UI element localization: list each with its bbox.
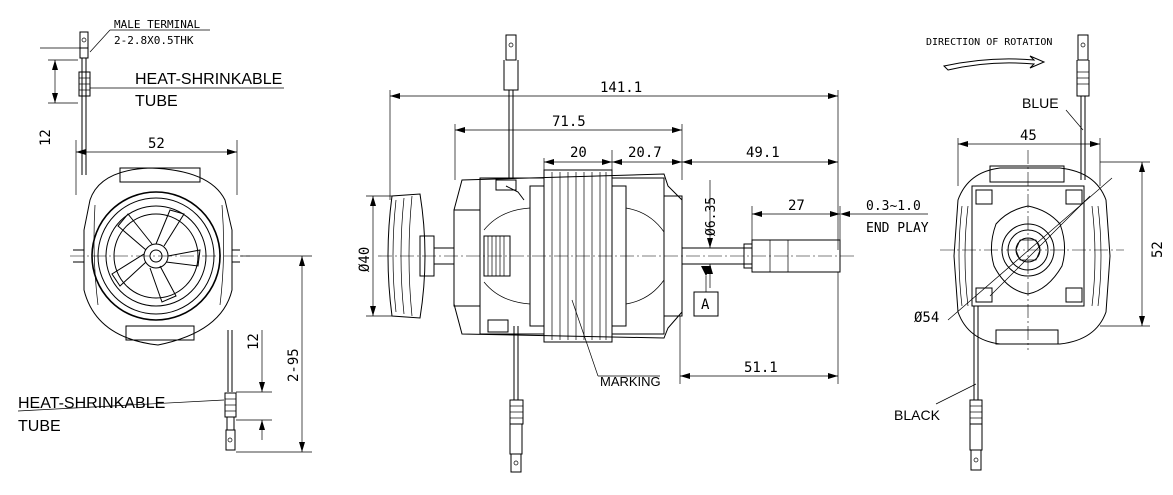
left-view: MALE TERMINAL 2-2.8X0.5THK HEAT-SHRINKAB… (17, 18, 312, 453)
marking-label: MARKING (600, 374, 661, 389)
center-view: 141.1 71.5 20 20.7 49.1 Ø40 (357, 34, 929, 473)
rotation-arrow-icon (942, 55, 1046, 71)
dim-49-1: 49.1 (746, 145, 780, 161)
datum-a-box (693, 291, 719, 317)
dim-20: 20 (570, 145, 587, 161)
dim-bottom-12: 12 (246, 333, 262, 350)
right-view: DIRECTION OF ROTATION BLUE 45 (894, 34, 1166, 471)
right-bottom-lead (969, 306, 983, 471)
dim-shaft-dia: Ø6.35 (704, 197, 719, 236)
left-top-lead (78, 31, 91, 175)
center-shaft (378, 239, 856, 273)
dim-width-52: 52 (148, 136, 165, 152)
dim-dia40: Ø40 (357, 247, 373, 272)
dim-lead-2-95: 2-95 (286, 348, 302, 382)
left-bottom-lead (224, 330, 237, 451)
dim-top-12: 12 (38, 129, 54, 146)
direction-of-rotation-label: DIRECTION OF ROTATION (926, 37, 1052, 48)
dim-27: 27 (788, 198, 805, 214)
right-motor-face (940, 150, 1124, 350)
dim-dia54: Ø54 (914, 310, 939, 326)
dim-52-right: 52 (1150, 241, 1166, 258)
right-top-lead (1076, 34, 1090, 180)
dim-end-play: 0.3~1.0 (866, 199, 921, 214)
dim-body-71-5: 71.5 (552, 114, 586, 130)
heat-tube-bottom-label-2: TUBE (18, 418, 61, 435)
dim-20-7: 20.7 (628, 145, 662, 161)
heat-tube-top-label-2: TUBE (135, 93, 178, 110)
dim-51-1: 51.1 (744, 360, 778, 376)
blue-wire-label: BLUE (1022, 95, 1059, 111)
heat-tube-top-label-1: HEAT-SHRINKABLE (135, 71, 282, 88)
datum-a: A (701, 297, 710, 313)
heat-tube-bottom-label-1: HEAT-SHRINKABLE (18, 395, 165, 412)
dim-45: 45 (1020, 128, 1037, 144)
end-play-label: END PLAY (866, 221, 929, 236)
male-terminal-label: MALE TERMINAL (114, 18, 200, 31)
center-top-lead (503, 34, 519, 178)
black-wire-label: BLACK (894, 407, 941, 423)
center-bottom-lead (509, 326, 524, 473)
left-motor-face (70, 167, 250, 346)
dim-overall-141-1: 141.1 (600, 80, 642, 96)
male-terminal-spec: 2-2.8X0.5THK (114, 34, 194, 47)
